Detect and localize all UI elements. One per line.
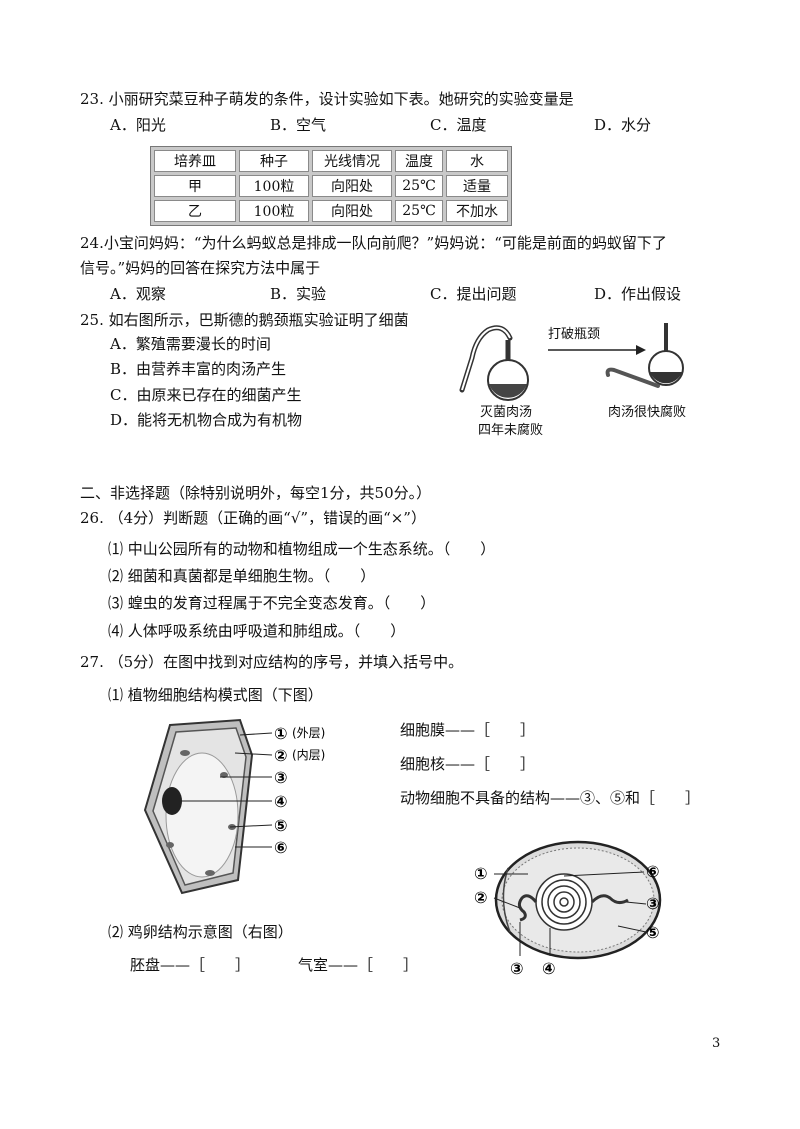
q25-option-a: A．繁殖需要漫长的时间 xyxy=(110,335,271,353)
table-cell: 向阳处 xyxy=(312,200,392,222)
q25-option-b: B．由营养丰富的肉汤产生 xyxy=(110,360,287,378)
q26-item-2: ⑵ 细菌和真菌都是单细胞生物。（ ） xyxy=(108,567,376,585)
q25-stem: 25. 如右图所示，巴斯德的鹅颈瓶实验证明了细菌 xyxy=(80,311,409,329)
q26-stem: 26. （4分）判断题（正确的画“√”，错误的画“×”） xyxy=(80,509,426,527)
table-cell: 25℃ xyxy=(395,200,443,222)
table-cell: 向阳处 xyxy=(312,175,392,197)
table-cell: 适量 xyxy=(446,175,508,197)
q26-item-1: ⑴ 中山公园所有的动物和植物组成一个生态系统。（ ） xyxy=(108,540,496,558)
egg-label-5: ⑤ xyxy=(646,923,660,942)
q24-stem-line2: 信号。”妈妈的回答在探究方法中属于 xyxy=(80,259,321,277)
left-caption-1: 灭菌肉汤 xyxy=(480,405,532,420)
egg-diagram: ① ② ③ ④ ⑥ ③ ⑤ xyxy=(474,840,662,978)
cell-label-2-note: (内层) xyxy=(292,748,325,762)
blank-air-cell: 气室——［ ］ xyxy=(298,956,419,974)
q24-stem-line1: 24.小宝问妈妈：“为什么蚂蚁总是排成一队向前爬？”妈妈说：“可能是前面的蚂蚁留… xyxy=(80,234,667,252)
blank-cell-membrane: 细胞膜——［ ］ xyxy=(400,721,536,739)
q25-option-c: C．由原来已存在的细菌产生 xyxy=(110,386,302,404)
right-caption: 肉汤很快腐败 xyxy=(608,405,686,420)
table-row: 乙 100粒 向阳处 25℃ 不加水 xyxy=(154,200,508,222)
left-flask-icon xyxy=(459,325,529,401)
q23-stem: 23. 小丽研究菜豆种子萌发的条件，设计实验如下表。她研究的实验变量是 xyxy=(80,90,574,108)
q27-stem: 27. （5分）在图中找到对应结构的序号，并填入括号中。 xyxy=(80,653,464,671)
cell-label-6: ⑥ xyxy=(274,838,288,857)
q27-sub1-title: ⑴ 植物细胞结构模式图（下图） xyxy=(108,686,323,704)
egg-label-2: ② xyxy=(474,888,488,907)
q23-option-b: B．空气 xyxy=(270,116,327,134)
q24-option-d: D．作出假设 xyxy=(594,285,682,303)
q26-item-4: ⑷ 人体呼吸系统由呼吸道和肺组成。（ ） xyxy=(108,622,406,640)
section2-heading: 二、非选择题（除特别说明外，每空1分，共50分。） xyxy=(80,484,432,502)
blank-germinal-disc: 胚盘——［ ］ xyxy=(130,956,251,974)
cell-label-1-note: (外层) xyxy=(292,726,325,740)
cell-label-2: ② xyxy=(274,746,288,765)
q25-option-d: D．能将无机物合成为有机物 xyxy=(110,411,303,429)
q23-option-a: A．阳光 xyxy=(110,116,166,134)
table-header-cell: 种子 xyxy=(239,150,309,172)
egg-label-3-right: ③ xyxy=(646,894,660,913)
cell-label-3: ③ xyxy=(274,768,288,787)
table-cell: 100粒 xyxy=(239,200,309,222)
table-cell: 25℃ xyxy=(395,175,443,197)
q24-option-c: C．提出问题 xyxy=(430,285,517,303)
table-row: 甲 100粒 向阳处 25℃ 适量 xyxy=(154,175,508,197)
plant-cell-diagram: ① (外层) ② (内层) ③ ④ ⑤ ⑥ xyxy=(143,718,325,895)
table-header-cell: 培养皿 xyxy=(154,150,236,172)
table-header-cell: 水 xyxy=(446,150,508,172)
blank-nucleus: 细胞核——［ ］ xyxy=(400,755,536,773)
swan-neck-flask-figure: 打破瓶颈 灭菌肉汤 四年未腐败 肉汤很快腐败 xyxy=(459,323,686,438)
right-flask-icon xyxy=(605,323,684,388)
left-caption-2: 四年未腐败 xyxy=(478,423,543,438)
blank-animal-cell: 动物细胞不具备的结构——③、⑤和［ ］ xyxy=(400,789,701,807)
arrow-label: 打破瓶颈 xyxy=(548,327,600,342)
table-header-cell: 光线情况 xyxy=(312,150,392,172)
table-cell: 甲 xyxy=(154,175,236,197)
table-cell: 乙 xyxy=(154,200,236,222)
table-cell: 不加水 xyxy=(446,200,508,222)
egg-label-4: ④ xyxy=(542,959,556,978)
egg-label-6: ⑥ xyxy=(646,862,660,881)
table-cell: 100粒 xyxy=(239,175,309,197)
table-header-row: 培养皿 种子 光线情况 温度 水 xyxy=(154,150,508,172)
page-number: 3 xyxy=(712,1036,721,1051)
cell-label-4: ④ xyxy=(274,792,288,811)
egg-label-1: ① xyxy=(474,864,488,883)
egg-label-3-bottom: ③ xyxy=(510,959,524,978)
q23-experiment-table: 培养皿 种子 光线情况 温度 水 甲 100粒 向阳处 25℃ 适量 乙 100… xyxy=(150,146,512,226)
cell-label-1: ① xyxy=(274,724,288,743)
table-header-cell: 温度 xyxy=(395,150,443,172)
q24-option-b: B．实验 xyxy=(270,285,327,303)
q23-option-c: C．温度 xyxy=(430,116,487,134)
q26-item-3: ⑶ 蝗虫的发育过程属于不完全变态发育。（ ） xyxy=(108,594,436,612)
q24-option-a: A．观察 xyxy=(110,285,166,303)
cell-label-5: ⑤ xyxy=(274,816,288,835)
q27-sub2-title: ⑵ 鸡卵结构示意图（右图） xyxy=(108,923,293,941)
q23-option-d: D．水分 xyxy=(594,116,652,134)
